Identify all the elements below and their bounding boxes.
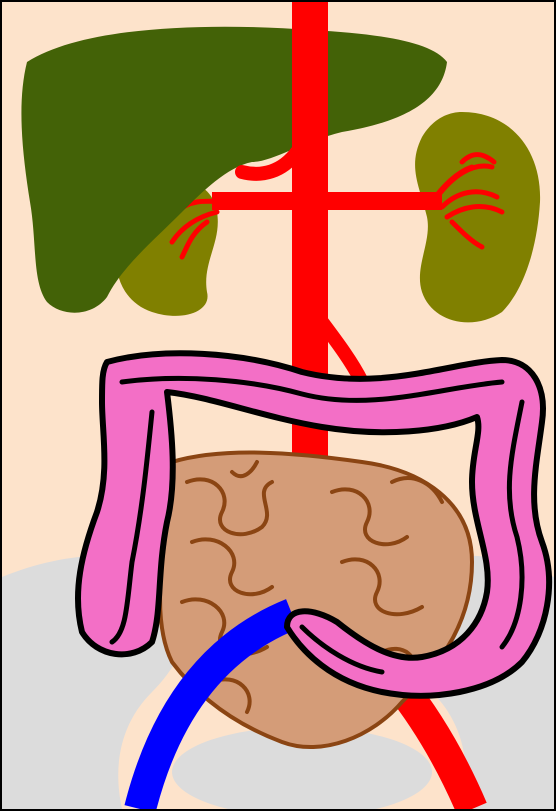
renal-artery — [212, 192, 442, 210]
